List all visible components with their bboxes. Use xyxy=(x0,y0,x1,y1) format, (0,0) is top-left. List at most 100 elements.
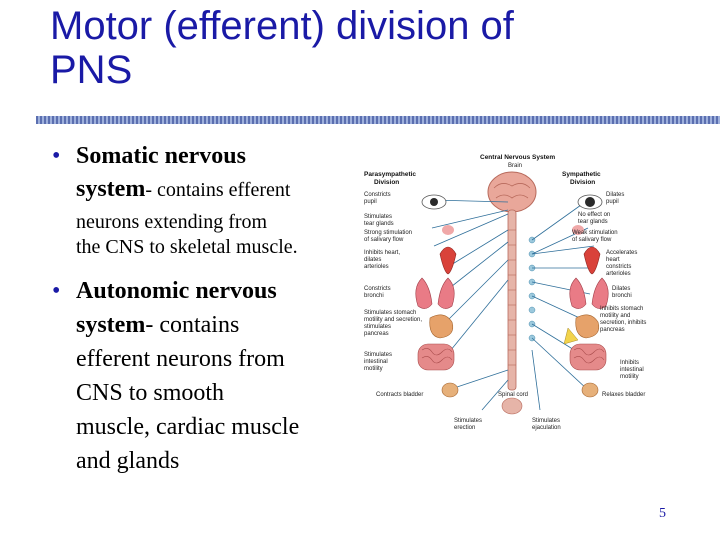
left-label-4-0: Constricts xyxy=(364,286,391,292)
bullet-somatic: • Somatic nervous system- contains effer… xyxy=(48,140,348,260)
bullet-autonomic-tail: - contains xyxy=(145,312,240,338)
autonomic-nervous-system-diagram: Central Nervous System Brain Parasympath… xyxy=(362,150,652,442)
left-label-3-0: Inhibits heart, xyxy=(364,250,400,256)
left-label-6-0: Stimulates xyxy=(364,352,392,358)
salivary-gland-left-icon xyxy=(442,225,454,235)
right-label-1-1: tear glands xyxy=(578,219,608,225)
diagram-header-cns: Central Nervous System xyxy=(480,154,555,161)
left-label-1-1: tear glands xyxy=(364,221,394,227)
bullet-autonomic-line-2: CNS to smooth xyxy=(76,380,225,406)
page-number: 5 xyxy=(659,506,666,521)
bullet-autonomic: • Autonomic nervous system- contains eff… xyxy=(48,274,348,478)
right-label-5-1: motility and xyxy=(600,313,630,319)
title-line-1: Motor (efferent) division of xyxy=(50,4,514,48)
svg-text:Relaxes bladder: Relaxes bladder xyxy=(602,392,645,398)
left-label-4-1: bronchi xyxy=(364,293,384,299)
left-label-0-0: Constricts xyxy=(364,192,391,198)
right-label-1-0: No effect on xyxy=(578,212,610,218)
svg-text:Contracts bladder: Contracts bladder xyxy=(376,392,423,398)
symp-title-1: Sympathetic xyxy=(562,171,601,178)
right-label-2-0: Weak stimulation xyxy=(572,230,618,236)
heart-right-icon xyxy=(583,246,601,275)
left-label-3-1: dilates xyxy=(364,257,381,263)
left-label-2-1: of salivary flow xyxy=(364,237,404,243)
diagram-svg: Central Nervous System Brain Parasympath… xyxy=(364,154,646,431)
right-label-5-3: pancreas xyxy=(600,327,625,333)
bullet-somatic-head-2: system xyxy=(76,176,146,202)
bottom-left-label-1: erection xyxy=(454,425,475,431)
pancreas-icon xyxy=(563,327,579,345)
left-label-7-0: Contracts bladder xyxy=(376,392,423,398)
left-label-2-0: Strong stimulation xyxy=(364,230,412,236)
left-label-6-2: motility xyxy=(364,366,383,372)
diagram-header-brain: Brain xyxy=(508,163,522,169)
bullet-somatic-rest-line-2: the CNS to skeletal muscle. xyxy=(76,236,298,258)
left-label-1-0: Stimulates xyxy=(364,214,392,220)
bladder-right-icon xyxy=(581,382,599,398)
spinal-cord-icon xyxy=(507,209,517,391)
right-label-6-0: Inhibits xyxy=(620,360,639,366)
right-organs xyxy=(563,194,609,398)
bullet-somatic-head: Somatic nervous xyxy=(76,143,246,169)
right-label-4-0: Dilates xyxy=(612,286,630,292)
bullet-list: • Somatic nervous system- contains effer… xyxy=(48,140,348,478)
left-label-3-2: arterioles xyxy=(364,264,389,270)
bottom-right-label-1: ejaculation xyxy=(532,425,561,431)
left-label-5-0: Stimulates stomach xyxy=(364,310,416,316)
bullet-autonomic-line-1: efferent neurons from xyxy=(76,346,285,372)
right-label-5-2: secretion, inhibits xyxy=(600,320,646,326)
bullet-dot-icon: • xyxy=(52,278,61,304)
right-label-2-1: of salivary flow xyxy=(572,237,612,243)
stomach-right-icon xyxy=(575,314,600,339)
left-label-5-3: pancreas xyxy=(364,331,389,337)
bullet-autonomic-head-2: system xyxy=(76,312,146,338)
bullet-somatic-rest-line-1: neurons extending from xyxy=(76,211,268,233)
left-label-0-1: pupil xyxy=(364,199,377,205)
spinal-cord-label: Spinal cord xyxy=(498,392,528,398)
stomach-left-icon xyxy=(429,314,454,339)
right-label-4-1: bronchi xyxy=(612,293,632,299)
left-organs xyxy=(415,194,459,398)
left-label-5-2: stimulates xyxy=(364,324,391,330)
bullet-autonomic-line-4: and glands xyxy=(76,448,180,474)
right-label-0-0: Dilates xyxy=(606,192,624,198)
genital-icon xyxy=(501,397,523,415)
right-label-3-3: arterioles xyxy=(606,271,631,277)
right-label-3-0: Accelerates xyxy=(606,250,637,256)
title-divider xyxy=(36,116,720,124)
right-label-7-0: Relaxes bladder xyxy=(602,392,645,398)
right-label-3-1: heart xyxy=(606,257,620,263)
bladder-left-icon xyxy=(441,382,459,398)
right-label-6-2: motility xyxy=(620,374,639,380)
intestines-right-icon xyxy=(569,343,607,371)
right-label-3-2: constricts xyxy=(606,264,631,270)
left-label-5-1: motility and secretion, xyxy=(364,317,422,323)
bottom-right-label-0: Stimulates xyxy=(532,418,560,424)
title-line-2: PNS xyxy=(50,48,133,92)
bullet-autonomic-head: Autonomic nervous xyxy=(76,278,277,304)
lungs-left-icon xyxy=(415,277,455,309)
bullet-somatic-tail: - contains efferent xyxy=(145,179,291,201)
brain-icon xyxy=(487,171,537,213)
bullet-autonomic-line-3: muscle, cardiac muscle xyxy=(76,414,300,440)
left-label-6-1: intestinal xyxy=(364,359,388,365)
para-title-2: Division xyxy=(374,179,399,186)
right-label-0-1: pupil xyxy=(606,199,619,205)
slide-title: Motor (efferent) division of PNS xyxy=(50,4,690,92)
